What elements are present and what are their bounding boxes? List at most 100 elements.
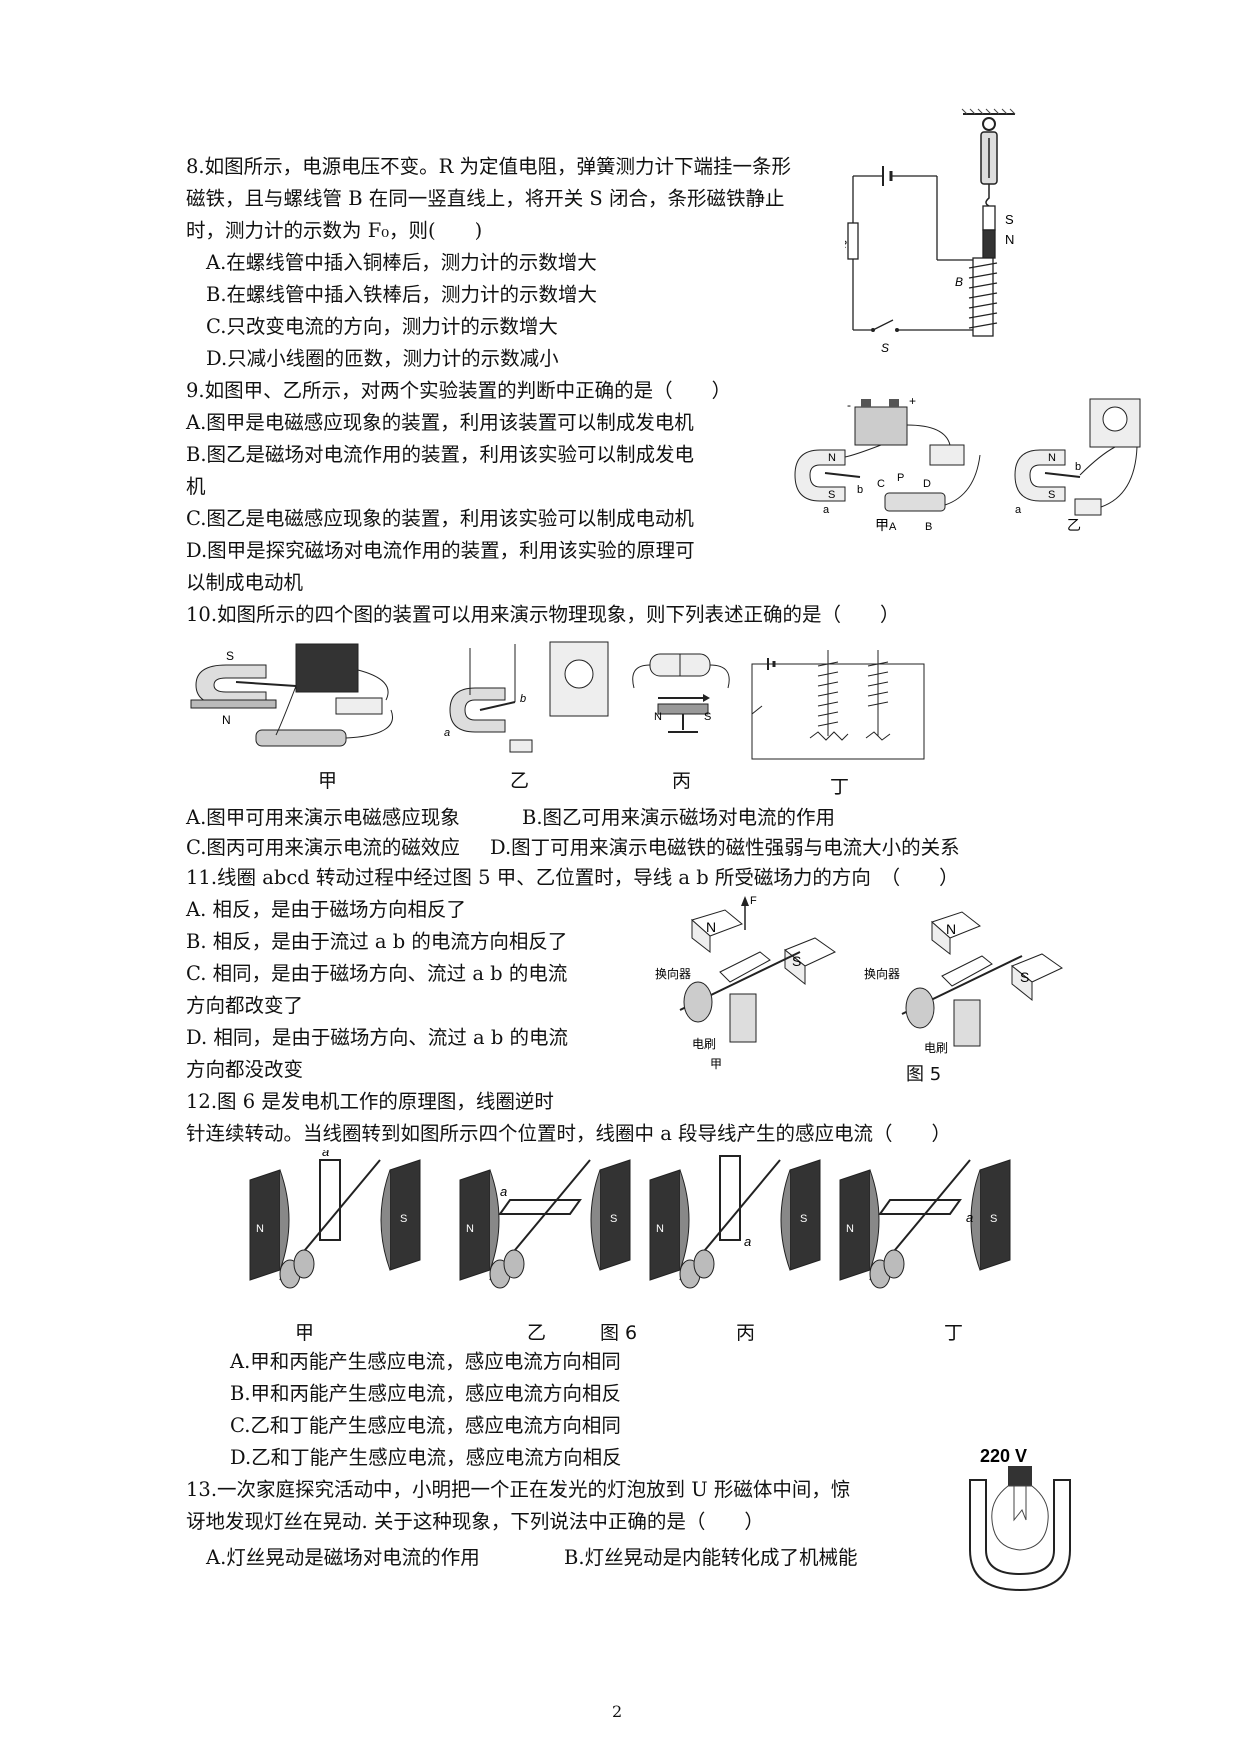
- q11-brush-label-jia: 电刷: [692, 1037, 716, 1051]
- q8-option-c: C.只改变电流的方向，测力计的示数增大: [206, 315, 558, 338]
- svg-text:a: a: [823, 504, 830, 516]
- svg-text:+: +: [909, 395, 916, 408]
- svg-text:N: N: [656, 1223, 664, 1235]
- svg-text:N: N: [222, 713, 231, 727]
- q10-figure-ding: [751, 650, 925, 760]
- svg-text:a: a: [966, 1210, 973, 1225]
- q10-figure-yi: ab: [444, 641, 609, 753]
- svg-text:a: a: [500, 1184, 507, 1199]
- q9-option-d: D.图甲是探究磁场对电流作用的装置，利用该实验的原理可: [186, 539, 695, 562]
- q8-magnet-s-label: S: [1005, 212, 1014, 227]
- svg-text:N: N: [946, 921, 956, 937]
- q11-option-c-cont: 方向都改变了: [186, 994, 304, 1017]
- q11-force-label: F: [750, 895, 757, 907]
- q12-stem-line-1: 12.图 6 是发电机工作的原理图，线圈逆时: [186, 1090, 554, 1113]
- svg-text:C: C: [877, 478, 885, 490]
- svg-text:N: N: [466, 1223, 474, 1235]
- q9-jia-label: 甲: [875, 517, 889, 533]
- q11-figure-caption: 图 5: [906, 1064, 942, 1085]
- svg-text:a: a: [444, 727, 450, 739]
- q9-stem: 9.如图甲、乙所示，对两个实验装置的判断中正确的是（ ）: [186, 379, 732, 402]
- svg-text:P: P: [897, 472, 904, 484]
- q9-yi-label: 乙: [1067, 517, 1081, 533]
- q13-stem-line-2: 讶地发现灯丝在晃动. 关于这种现象，下列说法中正确的是（ ）: [186, 1510, 764, 1533]
- q10-option-b: B.图乙可用来演示磁场对电流的作用: [522, 806, 836, 829]
- q8-option-b: B.在螺线管中插入铁棒后，测力计的示数增大: [206, 283, 598, 306]
- q11-option-a: A. 相反，是由于磁场方向相反了: [186, 898, 466, 921]
- svg-text:B: B: [925, 521, 932, 533]
- q9-option-b: B.图乙是磁场对电流作用的装置，利用该实验可以制成发电: [186, 443, 695, 466]
- q13-option-a: A.灯丝晃动是磁场对电流的作用: [206, 1546, 480, 1569]
- q8-option-a: A.在螺线管中插入铜棒后，测力计的示数增大: [206, 251, 597, 274]
- q11-figure-jia: F N S 换向器 电刷 甲: [655, 895, 836, 1070]
- q10-label-ding: 丁: [830, 776, 850, 798]
- q11-option-d: D. 相同，是由于磁场方向、流过 a b 的电流: [186, 1026, 569, 1049]
- q9-option-d-cont: 以制成电动机: [186, 571, 304, 594]
- q9-option-a: A.图甲是电磁感应现象的装置，利用该装置可以制成发电机: [186, 411, 694, 434]
- page-number: 2: [612, 1702, 623, 1721]
- q8-stem-line-3: 时，测力计的示数为 F₀，则( ): [186, 219, 483, 242]
- q13-bulb-magnet-figure: 220 V: [969, 1446, 1071, 1592]
- q9-option-b-cont: 机: [186, 475, 206, 498]
- svg-text:A: A: [889, 521, 897, 533]
- q8-magnet-n-label: N: [1005, 232, 1014, 247]
- svg-text:a: a: [744, 1234, 751, 1249]
- q8-circuit-figure: S N R S B: [845, 108, 1016, 355]
- svg-text:N: N: [256, 1223, 264, 1235]
- q9-figure-yi: NS ab 乙: [1014, 398, 1141, 533]
- q8-solenoid-label: B: [955, 275, 963, 289]
- svg-text:b: b: [857, 484, 863, 496]
- svg-text:S: S: [990, 1213, 997, 1225]
- q13-voltage-label: 220 V: [980, 1446, 1027, 1466]
- q12-stem-line-2: 针连续转动。当线圈转到如图所示四个位置时，线圈中 a 段导线产生的感应电流（ ）: [186, 1122, 952, 1145]
- q10-option-c: C.图丙可用来演示电流的磁效应: [186, 836, 460, 859]
- q11-commutator-label-jia: 换向器: [655, 966, 691, 981]
- q10-label-jia: 甲: [318, 770, 338, 792]
- q10-label-bing: 丙: [672, 770, 692, 792]
- svg-text:a: a: [322, 1150, 329, 1159]
- svg-text:S: S: [1020, 969, 1029, 985]
- q11-stem: 11.线圈 abcd 转动过程中经过图 5 甲、乙位置时，导线 a b 所受磁场…: [186, 866, 959, 889]
- q12-option-a: A.甲和丙能产生感应电流，感应电流方向相同: [230, 1350, 621, 1373]
- svg-text:N: N: [1048, 452, 1056, 464]
- svg-text:N: N: [654, 711, 662, 723]
- q12-label-bing: 丙: [736, 1322, 756, 1344]
- svg-text:S: S: [226, 649, 234, 663]
- q9-option-c: C.图乙是电磁感应现象的装置，利用该实验可以制成电动机: [186, 507, 694, 530]
- q12-label-yi: 乙: [527, 1322, 547, 1344]
- q10-stem: 10.如图所示的四个图的装置可以用来演示物理现象，则下列表述正确的是（ ）: [186, 603, 900, 626]
- q10-option-a: A.图甲可用来演示电磁感应现象: [186, 806, 460, 829]
- q12-option-b: B.甲和丙能产生感应电流，感应电流方向相反: [230, 1382, 622, 1405]
- svg-text:b: b: [520, 693, 526, 705]
- q8-stem-line-2: 磁铁，且与螺线管 B 在同一竖直线上，将开关 S 闭合，条形磁铁静止: [186, 187, 785, 210]
- q12-figure-caption: 图 6: [600, 1322, 638, 1344]
- q10-label-yi: 乙: [510, 770, 530, 792]
- q8-option-d: D.只减小线圈的匝数，测力计的示数减小: [206, 347, 559, 370]
- q11-commutator-label-yi: 换向器: [864, 966, 900, 981]
- svg-text:S: S: [828, 489, 835, 501]
- q12-label-ding: 丁: [944, 1322, 964, 1344]
- q11-option-d-cont: 方向都没改变: [186, 1058, 304, 1081]
- q8-stem-line-1: 8.如图所示，电源电压不变。R 为定值电阻，弹簧测力计下端挂一条形: [186, 155, 791, 178]
- svg-text:N: N: [828, 452, 836, 464]
- q12-label-jia: 甲: [295, 1322, 315, 1344]
- svg-text:N: N: [706, 919, 716, 935]
- q11-brush-label-yi: 电刷: [924, 1041, 948, 1055]
- q13-option-b: B.灯丝晃动是内能转化成了机械能: [564, 1546, 858, 1569]
- q11-figure-yi: N S 换向器 电刷: [864, 911, 1063, 1055]
- q12-option-d: D.乙和丁能产生感应电流，感应电流方向相反: [230, 1446, 622, 1469]
- svg-text:a: a: [1015, 504, 1022, 516]
- q8-resistor-label: R: [845, 239, 847, 251]
- q11-option-c: C. 相同，是由于磁场方向、流过 a b 的电流: [186, 962, 568, 985]
- q8-switch-label: S: [881, 341, 889, 355]
- q12-option-c: C.乙和丁能产生感应电流，感应电流方向相同: [230, 1414, 621, 1437]
- svg-text:S: S: [704, 711, 711, 723]
- q11-jia-label: 甲: [710, 1057, 722, 1070]
- q11-option-b: B. 相反，是由于流过 a b 的电流方向相反了: [186, 930, 568, 953]
- svg-text:S: S: [610, 1213, 617, 1225]
- svg-text:-: -: [847, 398, 851, 412]
- q10-option-d: D.图丁可用来演示电磁铁的磁性强弱与电流大小的关系: [490, 836, 960, 859]
- svg-text:S: S: [792, 953, 801, 969]
